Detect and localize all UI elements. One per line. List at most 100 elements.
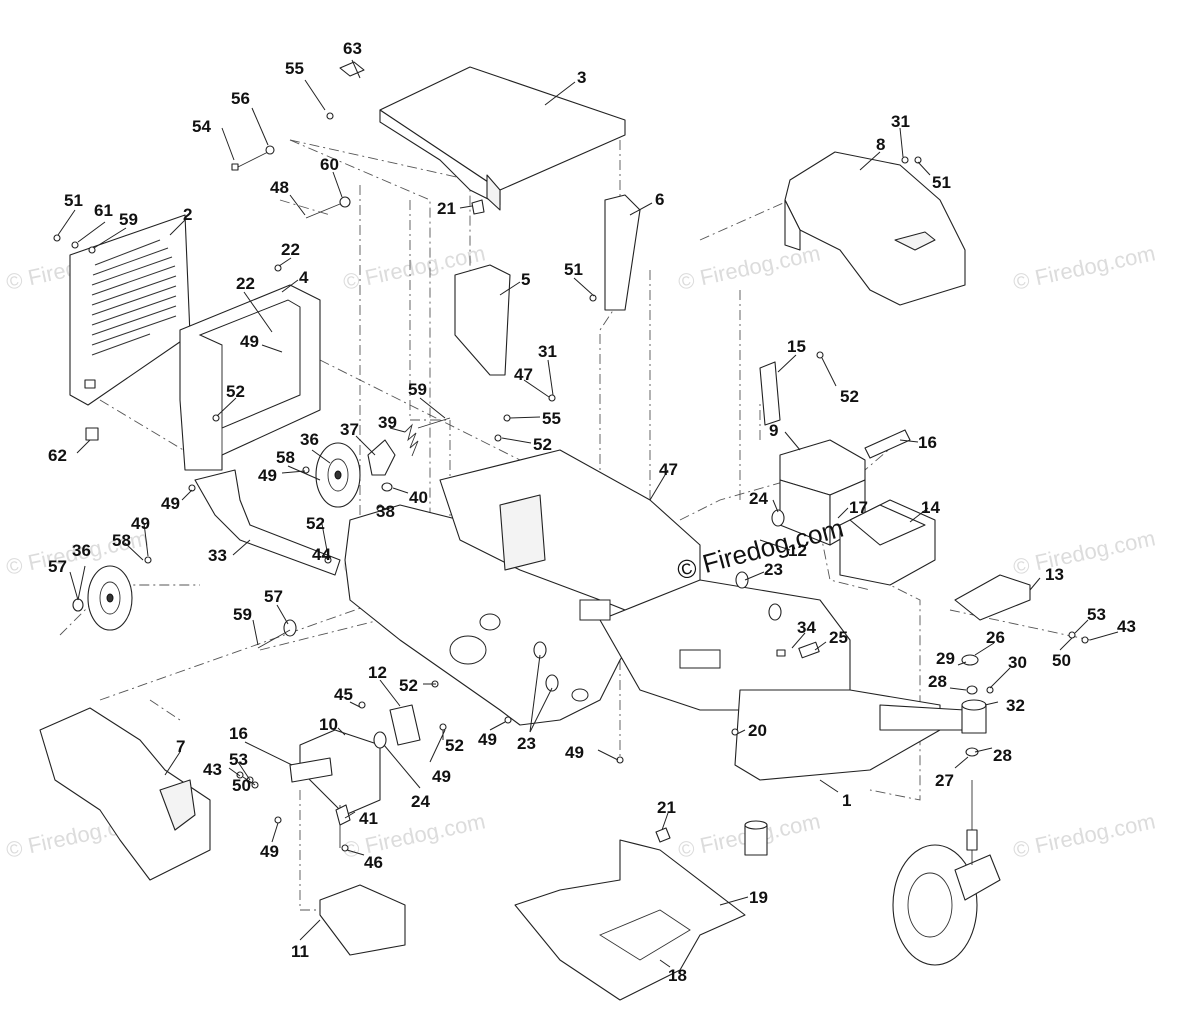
callout-12: 12 [788,541,807,560]
callout-21: 21 [657,798,676,817]
callout-47: 47 [659,460,678,479]
callout-33: 33 [208,546,227,565]
callout-38: 38 [376,502,395,521]
caster-wheel [892,780,1001,966]
part-right-fender [784,151,966,306]
callout-24: 24 [411,792,430,811]
callout-58: 58 [112,531,131,550]
callout-leaders [57,59,1119,968]
callout-23: 23 [764,560,783,579]
part-grille-panel [69,214,191,406]
callout-59: 59 [233,605,252,624]
callout-12: 12 [368,663,387,682]
callout-61: 61 [94,201,113,220]
part-top-cover [379,66,626,211]
callout-52: 52 [306,514,325,533]
callout-29: 29 [936,649,955,668]
part-11 [319,884,406,956]
callout-56: 56 [231,89,250,108]
callout-labels: 63 55 3 56 54 31 8 51 60 48 51 61 59 2 2… [48,39,1136,985]
callout-59: 59 [119,210,138,229]
part-pad-63 [339,61,365,77]
callout-2: 2 [183,205,192,224]
callout-22: 22 [236,274,255,293]
part-41 [335,804,351,826]
callout-59: 59 [408,380,427,399]
callout-15: 15 [787,337,806,356]
part-21-clip [655,827,671,843]
callout-4: 4 [299,268,309,287]
callout-1: 1 [842,791,851,810]
callout-30: 30 [1008,653,1027,672]
callout-40: 40 [409,488,428,507]
callout-62: 62 [48,446,67,465]
part-13-bracket [954,574,1031,621]
callout-48: 48 [270,178,289,197]
callout-25: 25 [829,628,848,647]
callout-3: 3 [577,68,586,87]
part-62 [85,427,99,441]
center-watermark: © Firedog.com [674,513,847,586]
callout-49: 49 [161,494,180,513]
callout-7: 7 [176,737,185,756]
callout-49: 49 [432,767,451,786]
callout-44: 44 [312,545,331,564]
callout-19: 19 [749,888,768,907]
callout-41: 41 [359,809,378,828]
callout-50: 50 [232,776,251,795]
callout-16: 16 [229,724,248,743]
callout-57: 57 [48,557,67,576]
callout-43: 43 [203,760,222,779]
callout-20: 20 [748,721,767,740]
callout-51: 51 [64,191,83,210]
callout-16: 16 [918,433,937,452]
callout-36: 36 [72,541,91,560]
callout-8: 8 [876,135,885,154]
part-16-lower [289,757,333,783]
watermark-text: © Firedog.com [1011,808,1158,863]
callout-37: 37 [340,420,359,439]
callout-22: 22 [281,240,300,259]
callout-26: 26 [986,628,1005,647]
spring-39 [404,423,419,457]
callout-52: 52 [445,736,464,755]
part-caster-arm [744,699,987,856]
callout-54: 54 [192,117,211,136]
callout-11: 11 [291,942,309,961]
callout-9: 9 [769,421,778,440]
callout-34: 34 [797,618,816,637]
part-dash-frame [179,284,321,471]
callout-21: 21 [437,199,456,218]
part-16-strap [864,429,911,459]
callout-60: 60 [320,155,339,174]
part-15 [759,361,781,426]
callout-31: 31 [891,112,910,131]
callout-52: 52 [226,382,245,401]
callout-24: 24 [749,489,768,508]
callout-49: 49 [260,842,279,861]
callout-6: 6 [655,190,664,209]
callout-27: 27 [935,771,954,790]
part-left-fender [39,707,211,881]
part-19-floor-pan [514,827,746,1001]
pulley-36-upper [315,442,361,508]
callout-5: 5 [521,270,530,289]
watermark-text: © Firedog.com [1011,240,1158,295]
callout-52: 52 [840,387,859,406]
callout-53: 53 [229,750,248,769]
callout-55: 55 [285,59,304,78]
callout-58: 58 [276,448,295,467]
callout-43: 43 [1117,617,1136,636]
callout-14: 14 [921,498,940,517]
callout-31: 31 [538,342,557,361]
callout-45: 45 [334,685,353,704]
callout-49: 49 [478,730,497,749]
callout-23: 23 [517,734,536,753]
callout-28: 28 [993,746,1012,765]
callout-55: 55 [542,409,561,428]
callout-51: 51 [564,260,583,279]
callout-63: 63 [343,39,362,58]
part-21-upper [471,199,485,215]
watermark-text: © Firedog.com [1011,525,1158,580]
callout-52: 52 [399,676,418,695]
